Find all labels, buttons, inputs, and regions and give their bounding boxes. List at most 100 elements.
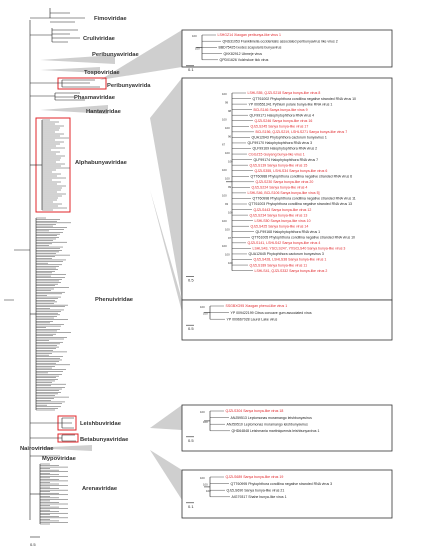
clade-peribunya bbox=[40, 55, 115, 64]
tip-label: CGGZ15 Guiyang bunya-like virus 1 bbox=[249, 152, 305, 156]
panel-scale-label: 0.5 bbox=[188, 278, 194, 283]
tip-label: QTT60995 Phytophthora condilina negative… bbox=[231, 482, 333, 486]
label-hantaviridae: Hantaviridae bbox=[86, 109, 122, 115]
bootstrap-value: 100 bbox=[222, 244, 227, 248]
bootstrap-value: 100 bbox=[200, 476, 205, 480]
label-peribunyavirida: Peribunyavirida bbox=[107, 83, 151, 89]
tip-label: LSHLS43, YSCLS247, YXSCLS40 Sanya bunya-… bbox=[253, 247, 346, 251]
wedge-leish bbox=[150, 405, 182, 430]
clade-hanta bbox=[40, 105, 108, 114]
tip-label: LSHLS46, BCLS106 Sanya bunya-like virus … bbox=[248, 191, 320, 195]
bootstrap-value: 100 bbox=[192, 34, 197, 38]
tip-label: QJZLS304 Sanya bunya-like virus 18 bbox=[226, 409, 284, 413]
panel-frame bbox=[181, 404, 393, 452]
label-arenaviridae: Arenaviridae bbox=[82, 486, 118, 492]
bootstrap-value: 100 bbox=[225, 177, 230, 181]
label-nairoviridae: Nairoviridae bbox=[20, 446, 54, 452]
bootstrap-value: 67 bbox=[222, 143, 226, 147]
clade-betabunya bbox=[30, 434, 76, 442]
tip-label: QLF99174 Halophytophthora RNA virus 7 bbox=[254, 158, 319, 162]
label-tospoviridae: Tospoviridae bbox=[84, 70, 120, 76]
clade-leish bbox=[30, 417, 74, 429]
bootstrap-value: 100 bbox=[225, 151, 230, 155]
inset-panel-arena: QJZLS689 Sanya bunya-like virus 19 QTT609… bbox=[181, 469, 393, 519]
wedge-peribunya bbox=[100, 30, 182, 80]
bootstrap-value: 100 bbox=[200, 305, 205, 309]
clade-peribunya2 bbox=[30, 79, 100, 88]
tip-label: QJZLS689 Sanya bunya-like virus 19 bbox=[226, 475, 284, 479]
tip-label: QJZLS230 Sanya bunya-like virus 20 bbox=[256, 180, 314, 184]
tip-label: QKK82912 Ubmeje virus bbox=[224, 52, 263, 56]
clade-arena bbox=[30, 463, 68, 525]
bootstrap-value: 96 bbox=[228, 134, 232, 138]
bootstrap-value: 98 bbox=[228, 109, 232, 113]
bootstrap-value: 100 bbox=[206, 489, 211, 493]
clade-cruli bbox=[30, 28, 80, 43]
clade-nairo bbox=[30, 445, 92, 451]
label-alphabunyaviridae: Alphabunyaviridae bbox=[75, 160, 128, 166]
tip-label: LSHLS55, QJZLS218 Sanya bunya-like virus… bbox=[248, 91, 321, 95]
tip-label: QJZLS141, LSHLS42 Sanya bunya-like virus… bbox=[248, 241, 321, 245]
bootstrap-value: 93 bbox=[225, 202, 229, 206]
panel-scale-label: 0.5 bbox=[188, 326, 194, 331]
tip-label: QJZLS234 Sanya bunya-like virus 13 bbox=[250, 213, 308, 217]
tip-label: QJZLS245 Sanya bunya-like virus 17 bbox=[251, 125, 309, 129]
tip-label: QJZLS355, LSHLS34 Sanya bunya-like virus… bbox=[255, 169, 328, 173]
wedge-pheni bbox=[150, 190, 182, 312]
bootstrap-value: 100 bbox=[222, 193, 227, 197]
tip-label: QJZLS246 Sanya bunya-like virus 16 bbox=[255, 119, 313, 123]
clade-phasma bbox=[30, 92, 85, 101]
tip-label: LSHLS41, QJZLS332 Sanya bunya-like virus… bbox=[255, 269, 328, 273]
bootstrap-value: 99 bbox=[225, 100, 229, 104]
tip-label: QUA12645 Phytophthora cactorum bunyaviru… bbox=[249, 252, 324, 256]
label-fimoviridae: Fimoviridae bbox=[94, 16, 127, 22]
label-phenuiviridae: Phenuiviridae bbox=[95, 297, 134, 303]
tip-label: QLF99169 Halophytophthora RNA virus 2 bbox=[253, 147, 318, 151]
tip-label: QTT61002 Phytophthora condilina negative… bbox=[253, 97, 357, 101]
clade-fimo bbox=[30, 8, 85, 23]
tip-label: QJZLS224 Sanya bunya-like virus 4 bbox=[252, 186, 308, 190]
bootstrap-value: 100 bbox=[222, 219, 227, 223]
main-tree: Fimoviridae Cruliviridae Peribunyavirida… bbox=[4, 8, 151, 547]
tip-label: QNS31053 Frankliniella occidentalis asso… bbox=[223, 39, 338, 43]
tip-label: QHD64848 Leishmania martiniquensis leish… bbox=[232, 429, 320, 433]
inset-panel-peribunya: LSHGZ14 Xiaogan peribunya-like virus 1 QN… bbox=[181, 29, 393, 72]
label-betabunyaviridae: Betabunyaviridae bbox=[80, 437, 129, 443]
clade-tospo bbox=[40, 67, 100, 73]
bootstrap-value: 100 bbox=[225, 227, 230, 231]
tip-label: SSGBXG95 Xiaogan phenui-like virus 1 bbox=[226, 304, 288, 308]
bootstrap-value: 100 bbox=[203, 420, 208, 424]
tip-label: BCLS156, QJZLS219, LSHLS271 Sanya bunya-… bbox=[256, 130, 348, 134]
clade-pheni bbox=[30, 217, 71, 411]
bootstrap-value: 100 bbox=[225, 126, 230, 130]
tip-label: ANJ59510 Leptomonas moramango leishbunya… bbox=[227, 422, 309, 426]
bootstrap-value: 100 bbox=[228, 261, 233, 265]
tip-label: BBD75425 Ixodes scapularis bunyavirus bbox=[219, 46, 282, 50]
backbone bbox=[4, 20, 31, 520]
panel-frame bbox=[181, 469, 393, 519]
tip-label: YP 009667028 Laurel Lake virus bbox=[227, 317, 278, 321]
main-scale-label: 0.5 bbox=[30, 542, 36, 547]
bootstrap-value: 100 bbox=[222, 92, 227, 96]
tip-label: YP 009422199 Citrus concave gum associat… bbox=[231, 311, 312, 315]
tip-label: QLF99170 Halophytophthora RNA virus 3 bbox=[248, 141, 313, 145]
bootstrap-value: 100 bbox=[203, 483, 208, 487]
label-mypoviridae: Mypoviridae bbox=[42, 456, 77, 462]
wedge-arena bbox=[150, 450, 182, 500]
tip-label: LSHGZ14 Xiaogan peribunya-like virus 1 bbox=[218, 33, 281, 37]
label-leishbuviridae: Leishbuviridae bbox=[80, 421, 122, 427]
bootstrap-value: 100 bbox=[228, 210, 233, 214]
tip-label: QTT60998 Phytophthora condilina negative… bbox=[253, 197, 356, 201]
bootstrap-value: 100 bbox=[228, 160, 233, 164]
panel-frame bbox=[181, 29, 393, 68]
tip-label: BCLS146 Sanya bunya-like virus 9 bbox=[254, 108, 308, 112]
bootstrap-value: 100 bbox=[222, 117, 227, 121]
panel-frame bbox=[181, 299, 393, 341]
tip-label: QLF99171 Halophytophthora RNA virus 4 bbox=[250, 113, 315, 117]
tip-label: QTT61003 Phytophthora condilina negative… bbox=[249, 202, 353, 206]
tip-label: QJZLS425 Sanya bunya-like virus 14 bbox=[251, 224, 309, 228]
tip-label: QJZLS189 Sanya bunya-like virus 11 bbox=[250, 263, 308, 267]
bootstrap-value: 97 bbox=[228, 236, 232, 240]
tip-label: ANJ59513 Leptomonas moramango leishbunya… bbox=[231, 416, 313, 420]
